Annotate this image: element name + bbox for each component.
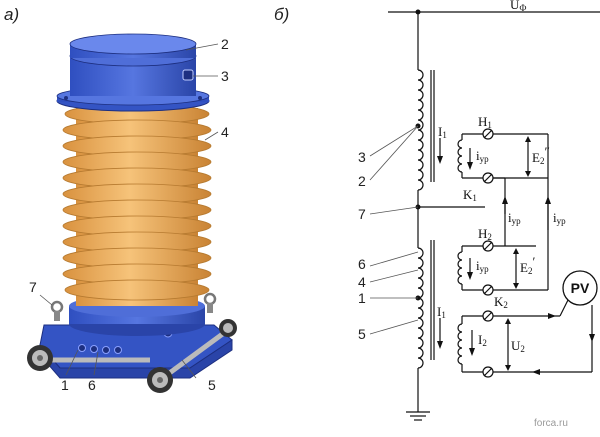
label-h1: H1 <box>478 114 492 130</box>
secondary-coil-3 <box>457 323 463 365</box>
label-k2: K2 <box>494 294 508 310</box>
label-left-1: 1 <box>61 377 69 393</box>
current-iyp-3: iур <box>553 210 566 226</box>
label-left-2: 2 <box>221 36 229 52</box>
label-left-5: 5 <box>208 377 216 393</box>
label-right-3: 3 <box>358 149 366 165</box>
current-iyp-2: iур <box>508 210 521 226</box>
label-right-2: 2 <box>358 173 366 189</box>
watermark: forca.ru <box>534 418 568 429</box>
current-i1-lower: I1 <box>437 304 446 320</box>
voltmeter-pv <box>562 270 598 306</box>
label-h2: H2 <box>478 226 492 242</box>
rail-right <box>147 319 237 393</box>
primary-coil-lower <box>417 247 424 369</box>
primary-terminal <box>182 69 194 81</box>
label-left-4: 4 <box>221 124 229 140</box>
current-iyp-1: iур <box>476 148 489 164</box>
label-left-6: 6 <box>88 377 96 393</box>
label-right-4: 4 <box>358 274 366 290</box>
label-left-3: 3 <box>221 68 229 84</box>
label-left-7: 7 <box>29 279 37 295</box>
phase-voltage-label: UФ <box>510 0 527 13</box>
lifting-eye-right <box>203 292 217 313</box>
panel-label-b: б) <box>274 5 289 24</box>
current-i1-upper: I1 <box>438 124 447 140</box>
lifting-eye-left <box>50 300 64 321</box>
emf-e2-single: E2′ <box>520 254 535 276</box>
label-right-6: 6 <box>358 256 366 272</box>
circuit-schematic: UФ I1 I1 <box>358 0 600 421</box>
insulator-sheds <box>62 103 212 301</box>
label-right-7: 7 <box>358 206 366 222</box>
panel-label-a: а) <box>4 5 19 24</box>
ground-symbol <box>406 404 430 421</box>
label-right-5: 5 <box>358 326 366 342</box>
terminal-box <box>78 344 122 354</box>
secondary-coil-2 <box>457 251 463 285</box>
secondary-coil-1 <box>457 139 463 173</box>
voltmeter-label: PV <box>571 280 590 296</box>
current-i2: I2 <box>478 332 487 348</box>
primary-coil-upper <box>417 69 424 191</box>
voltage-u2: U2 <box>511 338 525 354</box>
transformer-illustration: 2 3 4 7 1 6 5 <box>27 33 237 393</box>
label-k1: K1 <box>463 187 477 203</box>
label-right-1: 1 <box>358 290 366 306</box>
emf-e2-double: E2″ <box>532 144 550 166</box>
current-iyp-4: iур <box>476 258 489 274</box>
